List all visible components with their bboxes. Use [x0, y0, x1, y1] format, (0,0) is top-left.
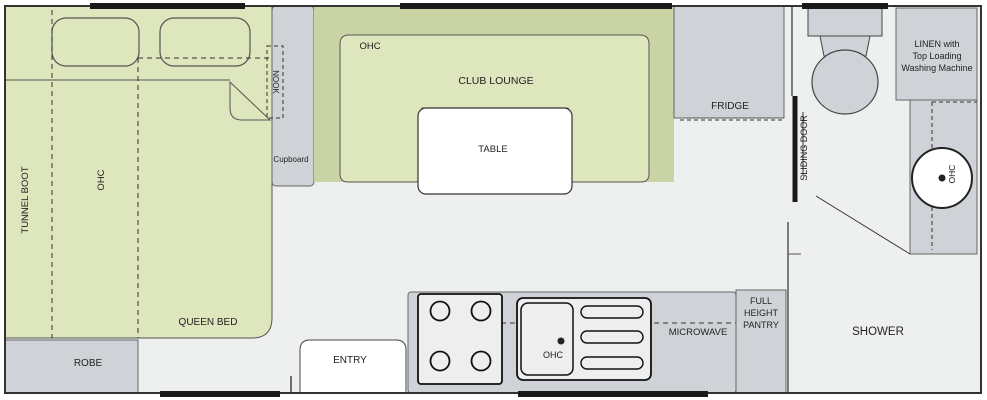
window-top-2 — [400, 3, 672, 9]
window-top-3 — [802, 3, 888, 9]
label-robe: ROBE — [74, 358, 103, 369]
robe — [4, 339, 139, 394]
label-pantry-3: PANTRY — [743, 320, 779, 330]
window-top-1 — [90, 3, 245, 9]
window-bottom-1 — [160, 391, 280, 397]
label-linen-1: LINEN with — [914, 39, 959, 49]
burner-4 — [470, 350, 492, 372]
shower-door-swing — [815, 195, 911, 255]
label-kitchen-ohc: OHC — [543, 350, 564, 360]
label-microwave: MICROWAVE — [669, 327, 728, 338]
table — [417, 107, 573, 195]
window-bottom-2 — [518, 391, 708, 397]
linen-cabinet — [895, 7, 978, 101]
toilet-bowl — [811, 49, 879, 115]
sink-bowl — [520, 302, 574, 376]
label-linen-3: Washing Machine — [901, 63, 972, 73]
toilet-bowl-neck — [819, 35, 871, 57]
burner-2 — [470, 300, 492, 322]
label-fridge: FRIDGE — [711, 101, 749, 112]
label-pantry-2: HEIGHT — [744, 308, 779, 318]
label-club-lounge: CLUB LOUNGE — [458, 75, 533, 87]
label-shower: SHOWER — [852, 326, 904, 338]
fridge — [673, 5, 785, 119]
label-queen-bed: QUEEN BED — [179, 317, 238, 328]
label-tunnel-boot: TUNNEL BOOT — [20, 166, 31, 233]
label-nook: NOOK — [271, 70, 280, 94]
toilet-cistern — [807, 7, 883, 37]
label-table: TABLE — [478, 144, 507, 155]
cooktop — [417, 293, 503, 385]
pillow-right — [159, 17, 251, 67]
bed-corner — [229, 80, 272, 121]
label-bed-ohc: OHC — [96, 169, 107, 190]
burner-3 — [429, 350, 451, 372]
sink-drain — [557, 337, 565, 345]
queen-bed — [4, 5, 273, 339]
label-linen-2: Top Loading — [912, 51, 961, 61]
nook — [266, 45, 284, 119]
burner-1 — [429, 300, 451, 322]
label-bathroom-ohc: OHC — [947, 165, 957, 184]
basin-drain — [938, 174, 946, 182]
drainer-slot-2 — [580, 330, 644, 344]
pillow-left — [51, 17, 140, 67]
label-pantry-1: FULL — [750, 296, 772, 306]
label-sliding-door: SLIDING DOOR — [799, 115, 809, 181]
pantry — [735, 289, 787, 394]
label-cupboard: Cupboard — [273, 155, 308, 164]
drainer-slot-3 — [580, 356, 644, 370]
label-entry: ENTRY — [333, 355, 367, 366]
drainer-slot-1 — [580, 305, 644, 319]
entry-step — [299, 339, 407, 394]
label-lounge-ohc: OHC — [359, 41, 380, 52]
